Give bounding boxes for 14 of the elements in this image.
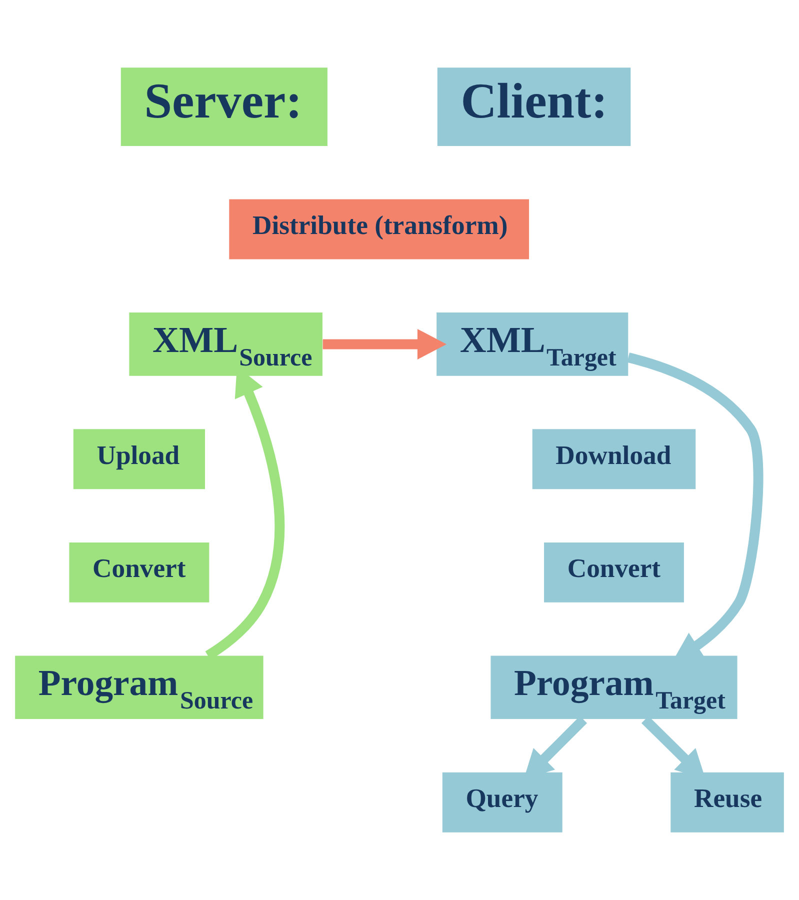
arrow [322, 328, 447, 360]
node-box: XML$_{Target}$ [436, 312, 628, 376]
node-box: Query [442, 772, 562, 832]
node-box: Upload [73, 429, 205, 490]
node-box: Convert [69, 542, 210, 602]
node-box: XML$_{Source}$ [129, 312, 322, 376]
node-box: Server: [120, 68, 328, 146]
node-box: Distribute (transform) [229, 199, 530, 260]
node-box: Program$_{Source}$ [15, 656, 264, 720]
node-box: Download [532, 429, 696, 490]
node-box: Convert [544, 542, 684, 602]
node-box: Reuse [670, 772, 784, 832]
node-box: Client: [437, 68, 631, 146]
node-box: Program$_{Target}$ [490, 656, 738, 720]
